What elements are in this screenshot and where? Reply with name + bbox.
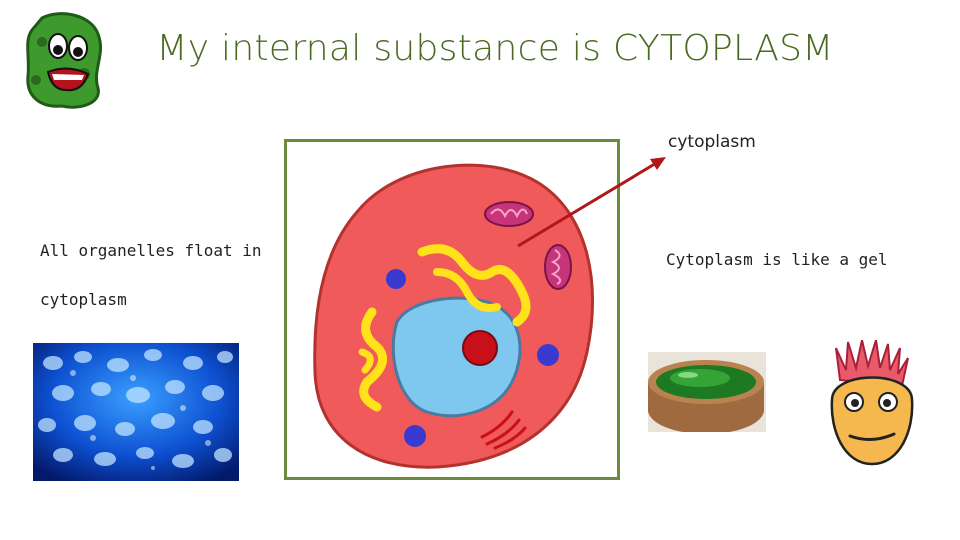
arrow-label: cytoplasm — [668, 132, 756, 152]
right-text: Cytoplasm is like a gel — [666, 250, 888, 269]
spiky-hair-face-icon — [822, 339, 922, 468]
green-mascot-icon — [22, 10, 104, 110]
jellyfish-photo — [33, 343, 239, 481]
pointer-arrow — [510, 150, 670, 250]
page-title: My internal substance is CYTOPLASM — [156, 28, 834, 69]
left-text-line1: All organelles float in — [40, 241, 262, 260]
cell-diagram — [287, 142, 617, 477]
gel-jar-photo — [648, 352, 766, 432]
left-text-line2: cytoplasm — [40, 290, 127, 309]
